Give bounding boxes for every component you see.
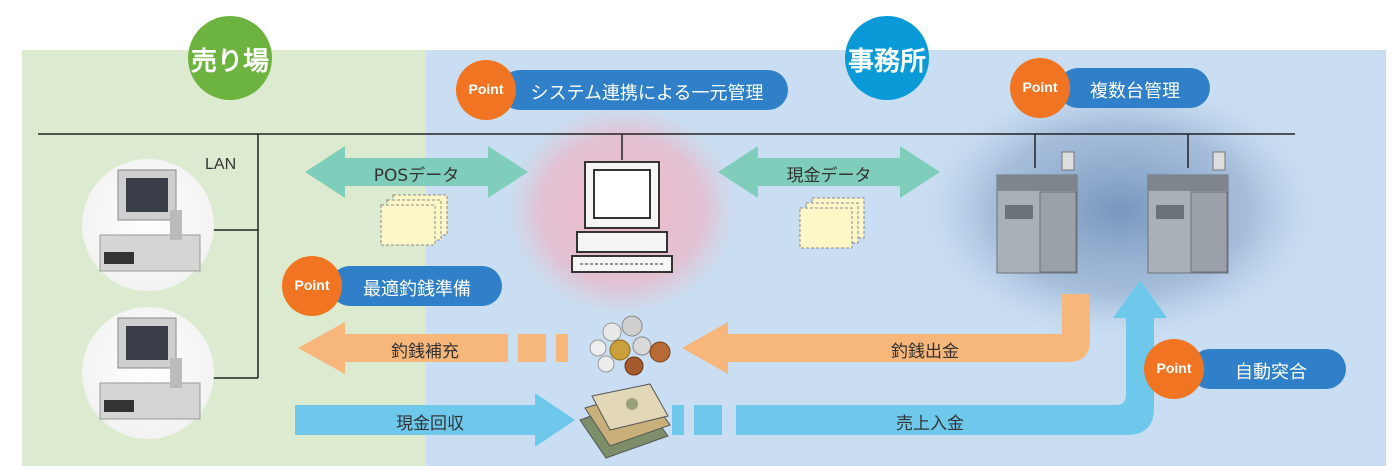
sales-deposit-label: 売上入金 — [896, 414, 964, 434]
point-system-integration-badge: Point — [468, 81, 504, 97]
point-auto-reconcile-badge: Point — [1156, 360, 1192, 376]
sales-floor-title-circle — [188, 16, 272, 100]
pos-data-document-icon — [380, 194, 448, 246]
point-auto-reconcile-pill — [1144, 339, 1346, 399]
sales-deposit-arrow-dash-2 — [694, 405, 722, 435]
point-multi-unit-badge: Point — [1022, 79, 1058, 95]
cash-data-arrow — [718, 146, 940, 198]
pos-terminal-2 — [82, 307, 214, 439]
change-replenish-arrow-dash-1 — [518, 334, 546, 362]
change-replenish-arrow — [298, 322, 508, 374]
point-multi-unit-label: 複数台管理 — [1090, 81, 1180, 102]
cash-machine-2 — [1147, 151, 1229, 274]
cash-collect-arrow — [295, 393, 575, 447]
point-auto-reconcile-label: 自動突合 — [1235, 362, 1307, 383]
sales-floor-title: 売り場 — [190, 47, 269, 77]
point-system-integration-pill — [456, 60, 788, 120]
sales-deposit-arrow-dash-1 — [672, 405, 684, 435]
sales-floor-zone — [22, 50, 426, 466]
point-multi-unit-pill — [1010, 58, 1210, 118]
pos-data-label: POSデータ — [373, 166, 460, 186]
banknotes-icon — [579, 383, 671, 459]
cash-data-document-icon — [799, 197, 865, 249]
cash-data-label: 現金データ — [786, 166, 872, 186]
point-optimal-change-label: 最適釣銭準備 — [363, 279, 471, 300]
pos-terminal-1 — [82, 159, 214, 291]
change-dispense-arrow — [682, 294, 1090, 374]
change-replenish-label: 釣銭補充 — [391, 342, 459, 362]
change-replenish-arrow-dash-2 — [556, 334, 568, 362]
change-dispense-label: 釣銭出金 — [891, 342, 959, 362]
point-optimal-change-badge: Point — [294, 277, 330, 293]
machines-highlight-glow — [920, 80, 1320, 340]
lan-label: LAN — [205, 156, 237, 173]
point-optimal-change-pill — [282, 256, 502, 316]
sales-deposit-arrow — [736, 280, 1167, 435]
office-title-circle — [845, 16, 929, 100]
office-title: 事務所 — [847, 47, 926, 77]
point-system-integration-label: システム連携による一元管理 — [530, 83, 764, 104]
pos-data-arrow — [305, 146, 528, 198]
coins-icon — [589, 315, 671, 376]
office-pc-icon — [571, 161, 673, 273]
cash-machine-1 — [996, 151, 1078, 274]
cash-collect-label: 現金回収 — [396, 414, 464, 434]
